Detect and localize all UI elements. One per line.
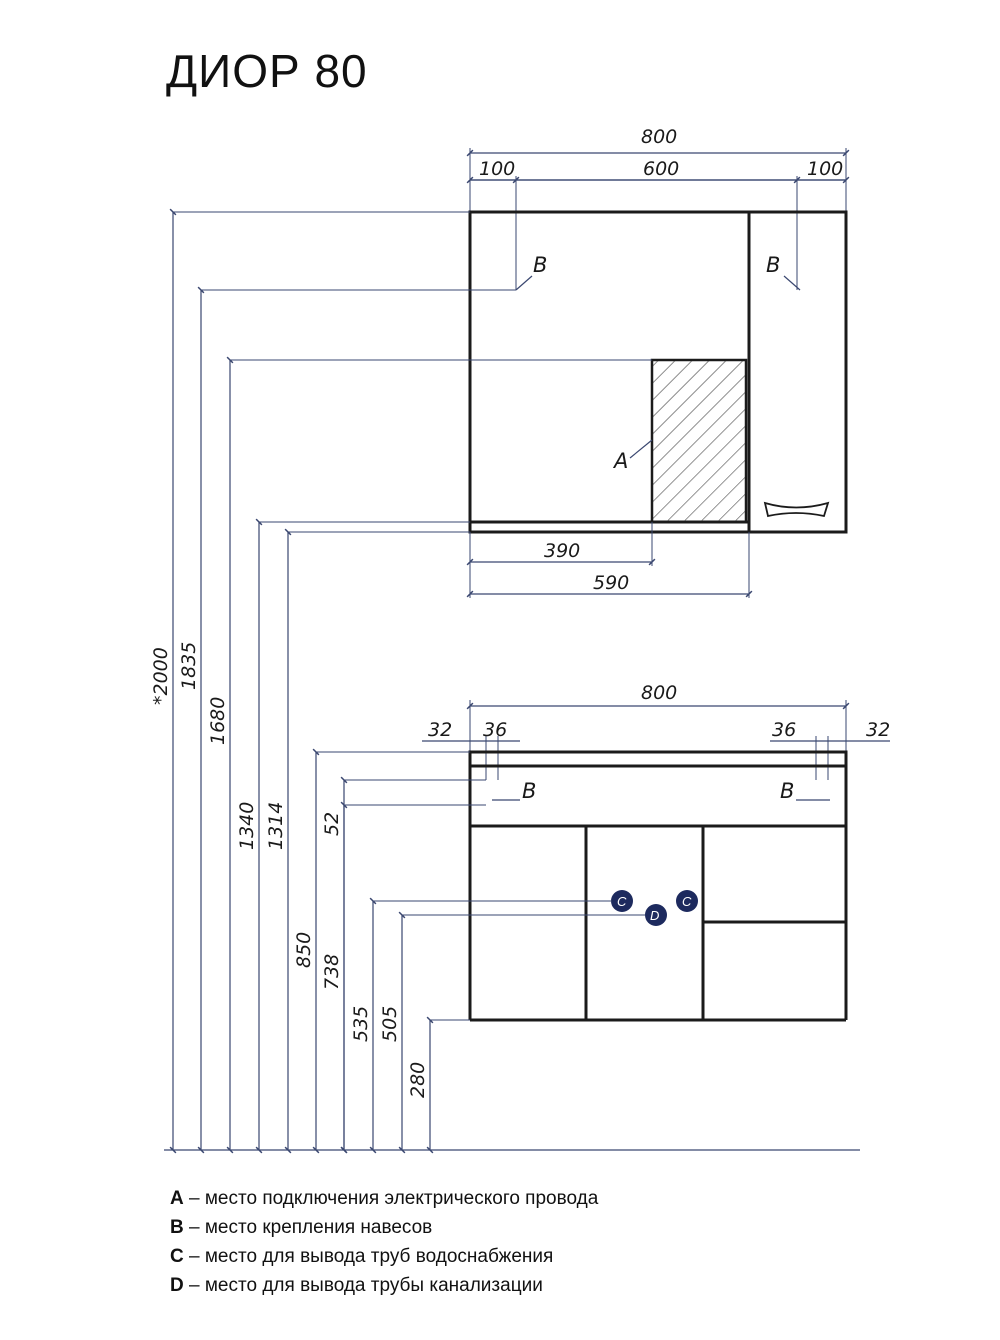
- height-label: 1680: [207, 697, 229, 745]
- vanity-dim-36-left: 36: [483, 719, 507, 741]
- mirror-cabinet-outline: [468, 210, 848, 534]
- legend-row-a: A – место подключения электрического про…: [170, 1188, 599, 1209]
- legend-row-d: D – место для вывода трубы канализации: [170, 1275, 543, 1296]
- mirror-dim-600: 600: [643, 158, 679, 180]
- height-label: 52: [321, 812, 343, 836]
- mirror-dim-800: 800: [641, 126, 677, 148]
- height-label: 1340: [236, 802, 258, 850]
- vanity-unit: 800 32 36 36 32 B B C C D: [422, 682, 890, 1022]
- height-label: 1835: [178, 642, 200, 690]
- mirror-label-a: A: [612, 449, 628, 473]
- marker-c-left-label: C: [617, 894, 627, 909]
- height-label: 850: [293, 932, 315, 968]
- mirror-label-b-left: B: [533, 253, 547, 277]
- page-title: ДИОР 80: [166, 45, 368, 97]
- height-label: *2000: [150, 647, 172, 705]
- vanity-dim-32-right: 32: [866, 719, 890, 741]
- height-label: 280: [407, 1062, 429, 1098]
- legend: A – место подключения электрического про…: [170, 1184, 598, 1300]
- marker-c-left: [611, 890, 633, 912]
- marker-c-right-label: C: [682, 894, 692, 909]
- vanity-label-b-left: B: [522, 779, 536, 803]
- legend-row-c: C – место для вывода труб водоснабжения: [170, 1246, 554, 1267]
- vanity-countertop: [468, 750, 848, 768]
- height-label: 535: [350, 1006, 372, 1042]
- mirror-cabinet: 800 100 600 100 B B A 390 590: [466, 126, 850, 598]
- vanity-dim-36-right: 36: [772, 719, 796, 741]
- legend-row-b: B – место крепления навесов: [170, 1217, 433, 1238]
- height-label: 738: [321, 954, 343, 990]
- marker-d-label: D: [650, 908, 659, 923]
- mirror-dim-590: 590: [593, 572, 629, 594]
- mirror-dim-390: 390: [544, 540, 580, 562]
- vanity-dim-800: 800: [641, 682, 677, 704]
- height-label: 505: [379, 1006, 401, 1042]
- marker-c-right: [676, 890, 698, 912]
- height-dimensions: *2000 1835 1680 1340 1314 850 738 52 535 505 280: [150, 208, 860, 1154]
- mirror-label-b-right: B: [766, 253, 780, 277]
- height-label: 1314: [265, 802, 287, 850]
- marker-d: [645, 904, 667, 926]
- door-handle-icon: [763, 501, 830, 518]
- mirror-dim-100-right: 100: [807, 158, 843, 180]
- mirror-dim-100-left: 100: [479, 158, 515, 180]
- socket-area: [650, 358, 748, 524]
- vanity-dim-32-left: 32: [428, 719, 452, 741]
- vanity-label-b-right: B: [780, 779, 794, 803]
